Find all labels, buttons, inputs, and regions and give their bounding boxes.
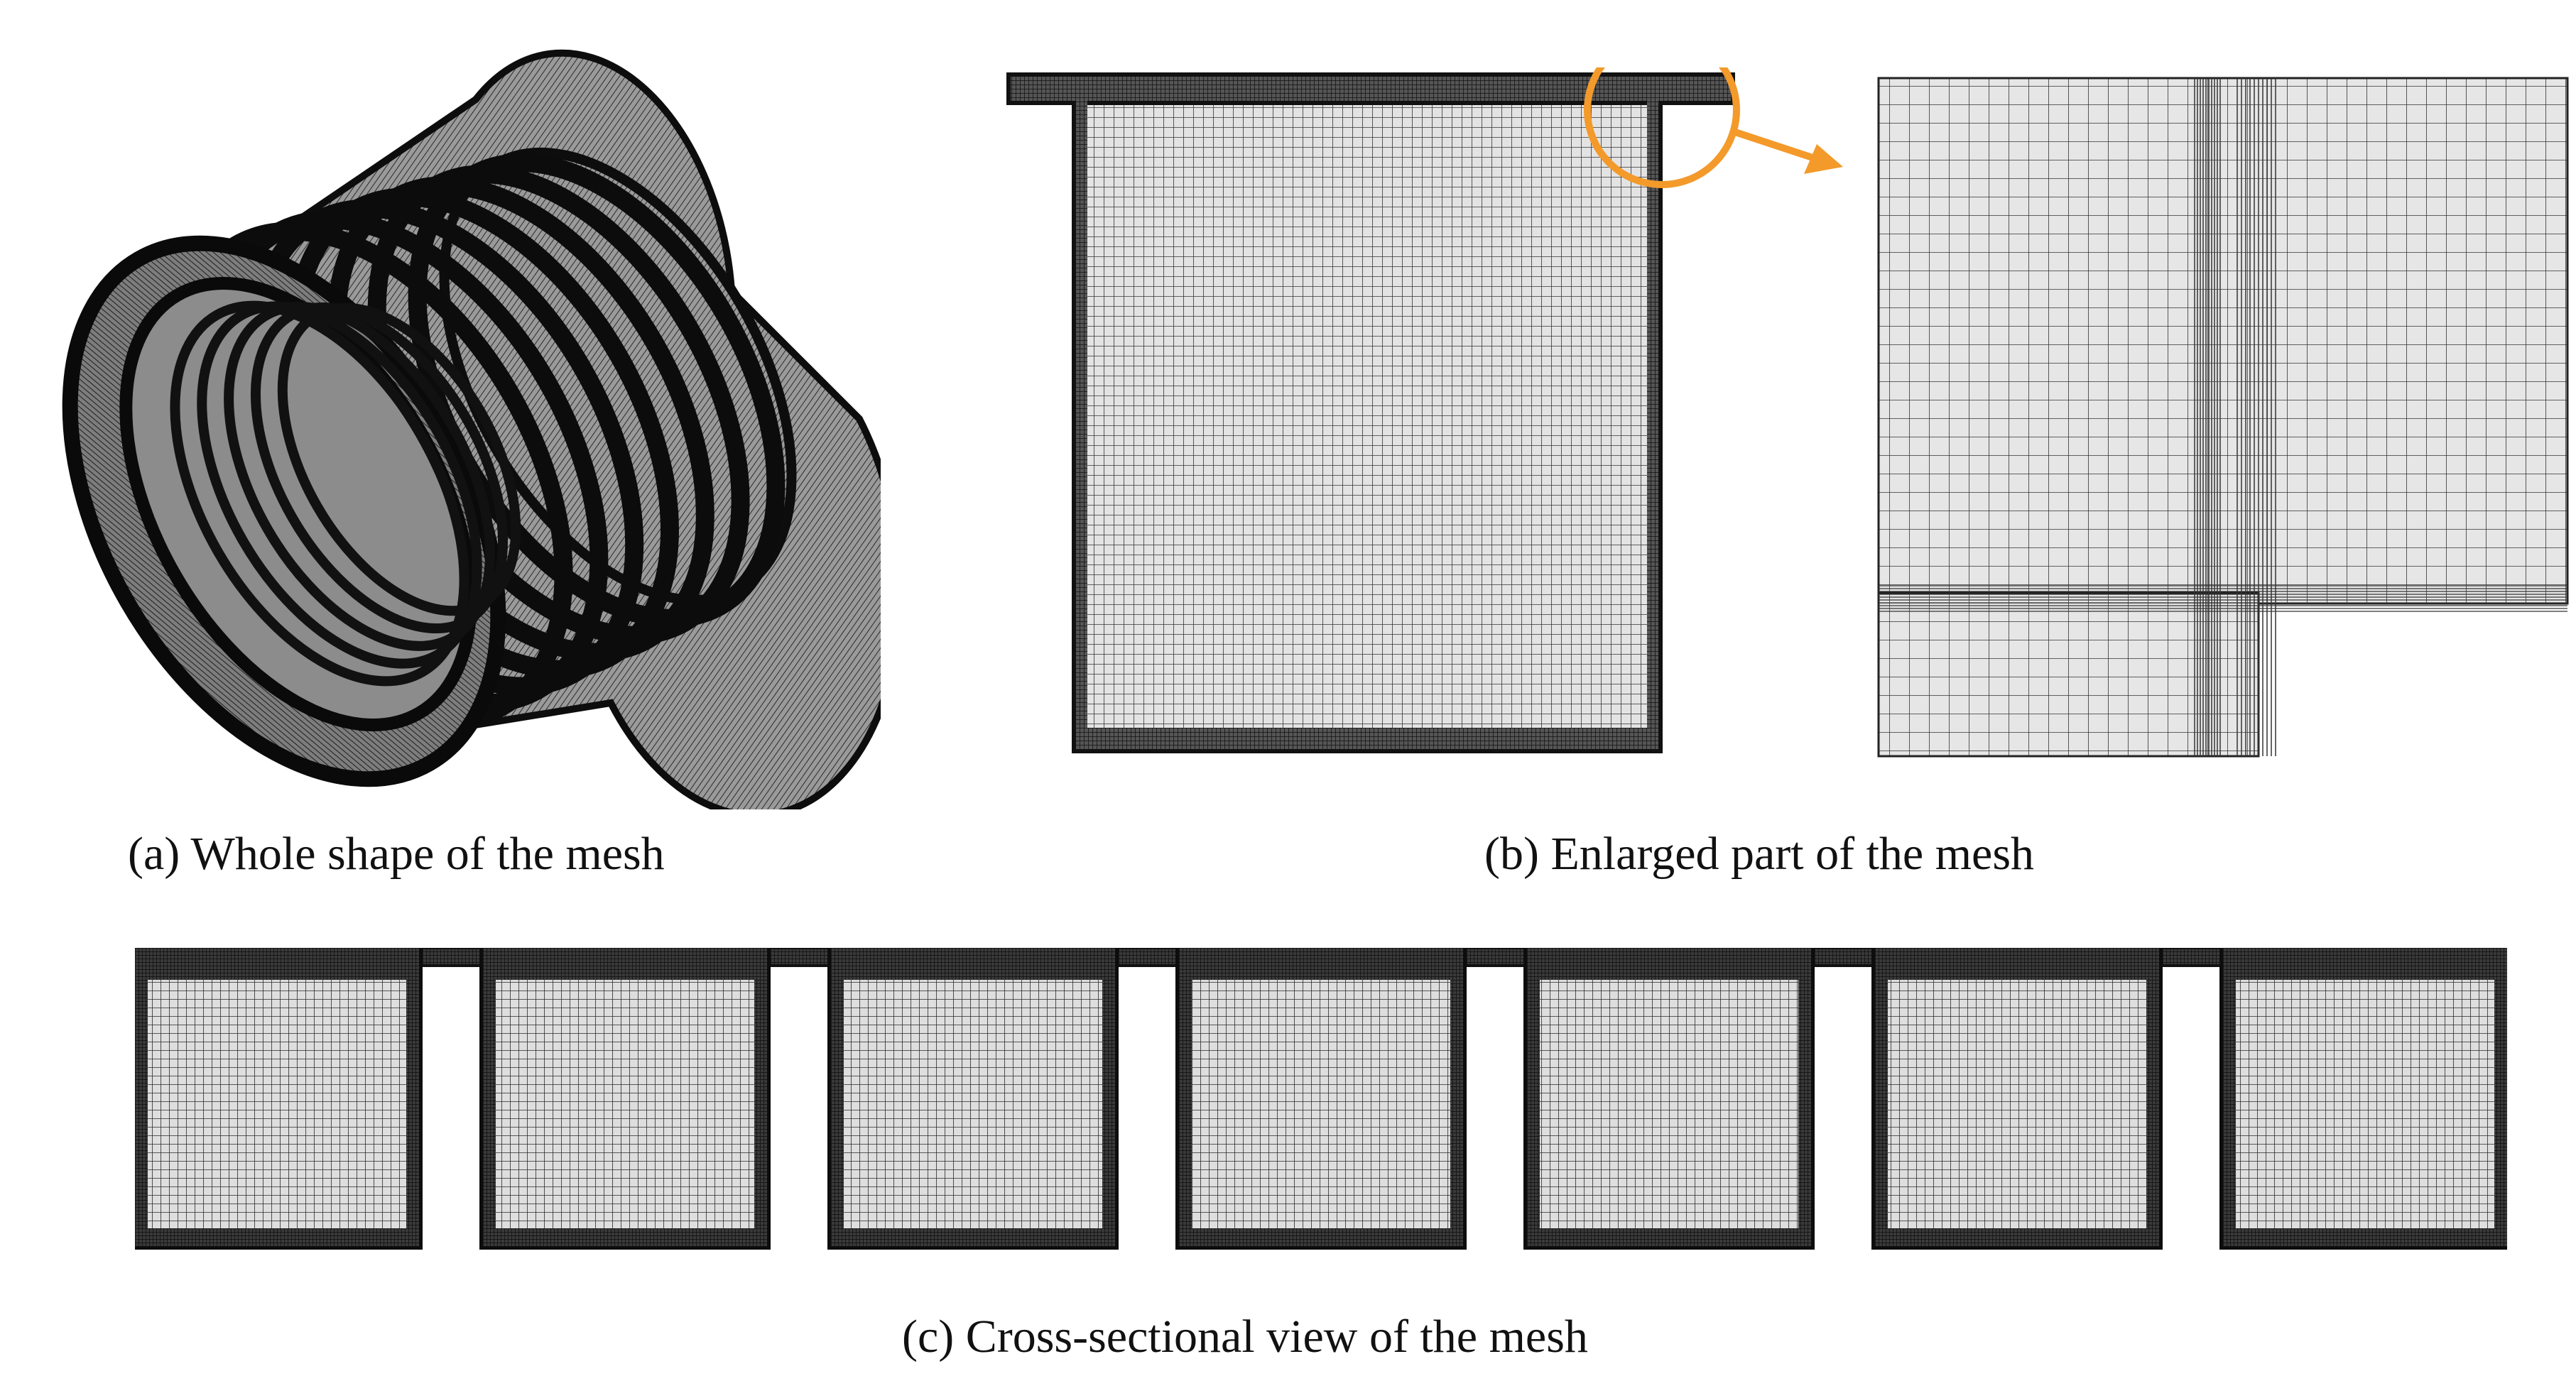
inner-groove-ring: [197, 301, 482, 669]
mesh-cross-section-svg: [135, 948, 2507, 1250]
block-edge-band: [1102, 948, 1115, 1246]
block-edge-band: [2223, 948, 2507, 980]
cross-section-block: [479, 948, 771, 1250]
block-edge-band: [1527, 1228, 1811, 1246]
inner-groove-rings: [170, 300, 521, 687]
block-edge-band: [135, 948, 419, 980]
inner-groove-ring: [170, 300, 469, 687]
block-edge-band: [1875, 1228, 2159, 1246]
zoom-highlight-circle: [1584, 67, 1740, 188]
block-edge-band: [483, 948, 496, 1246]
mesh-enlarged-view: [994, 67, 2571, 770]
block-edge-band: [1798, 948, 1811, 1246]
block-edge-band: [1875, 948, 1888, 1246]
inner-groove-ring: [250, 302, 509, 634]
block-edge-band: [2223, 1228, 2507, 1246]
block-edge-band: [2494, 948, 2507, 1246]
detail-upper: [1877, 77, 2569, 605]
cross-section-block: [2219, 948, 2507, 1250]
cross-section-block: [1523, 948, 1815, 1250]
block-edge-band: [1450, 948, 1463, 1246]
mesh-3d-view: [14, 21, 881, 809]
edge-band: [1076, 96, 1087, 749]
edge-band: [1647, 96, 1658, 749]
mesh-enlarged-svg: [1006, 67, 2569, 758]
block-edge-band: [2223, 948, 2236, 1246]
cross-section-blocks: [135, 948, 2507, 1250]
block-edge-band: [1875, 948, 2159, 980]
block-edge-band: [483, 948, 767, 980]
section-top-flange: [1006, 72, 1735, 105]
cross-section-block: [827, 948, 1119, 1250]
cross-section-block: [135, 948, 423, 1250]
block-edge-band: [483, 1228, 767, 1246]
mesh-3d-svg: [62, 49, 881, 809]
cross-section-block: [1175, 948, 1467, 1250]
block-edge-band: [1179, 948, 1192, 1246]
section-edge-bands: [1076, 96, 1658, 749]
block-edge-band: [135, 1228, 419, 1246]
block-edge-band: [831, 948, 1115, 980]
block-edge-band: [1179, 948, 1463, 980]
mesh-cross-section: [135, 948, 2507, 1260]
caption-b: (b) Enlarged part of the mesh: [1484, 828, 2035, 880]
block-edge-band: [1527, 948, 1811, 980]
block-edge-band: [754, 948, 767, 1246]
detail-dense-lines: [1879, 78, 2567, 756]
section-block: [1072, 92, 1663, 753]
zoom-arrow-line: [1732, 128, 1816, 162]
detail-lower: [1877, 591, 2260, 758]
block-edge-band: [831, 948, 844, 1246]
block-edge-band: [1527, 948, 1540, 1246]
inner-groove-ring: [277, 302, 521, 616]
cross-section-block: [1871, 948, 2163, 1250]
block-edge-band: [1179, 1228, 1463, 1246]
block-edge-band: [2146, 948, 2159, 1246]
caption-c: (c) Cross-sectional view of the mesh: [902, 1311, 1588, 1363]
inner-groove-ring: [224, 302, 495, 651]
edge-band: [1076, 728, 1658, 749]
caption-a: (a) Whole shape of the mesh: [128, 828, 665, 880]
zoom-arrow-head: [1804, 144, 1843, 174]
block-edge-band: [406, 948, 419, 1246]
block-edge-band: [831, 1228, 1115, 1246]
block-edge-band: [135, 948, 148, 1246]
